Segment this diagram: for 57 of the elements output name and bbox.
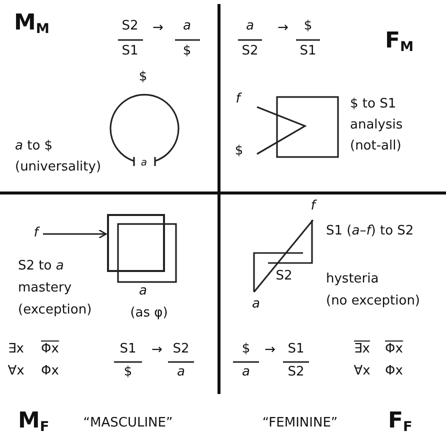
arrow-symbol: → [152, 344, 162, 358]
formula-term: a [242, 366, 250, 380]
caption-text: (not-all) [350, 140, 402, 154]
formula-term: S2 [242, 44, 258, 60]
quadrant-label: F$_{M}$ [385, 28, 414, 56]
arrow [43, 229, 107, 239]
formula-term: S2 [288, 366, 304, 380]
variable-label: a [252, 298, 260, 312]
quadrant-label: F$_{F}$ [388, 408, 412, 436]
caption-text: S2 to a [18, 260, 64, 274]
formula-term: S1 [300, 44, 316, 60]
formula-term: S1 [122, 44, 138, 60]
formula-term: Φx [385, 364, 403, 380]
formula-term: $ [304, 20, 312, 34]
arrow-symbol: → [264, 344, 276, 358]
formula-term: ∃x [354, 342, 370, 358]
caption-text: (as φ) [130, 306, 168, 322]
variable-label: a [139, 284, 147, 300]
variable-label: $ [138, 70, 148, 86]
caption-text: “MASCULINE” [83, 416, 173, 432]
caption-text: (universality) [15, 160, 102, 176]
quadrant-label: M$_{M}$ [14, 10, 50, 38]
caption-text: $ to S1 [350, 98, 396, 112]
formula-term: S1 [288, 342, 304, 358]
formula-term: a [183, 20, 191, 34]
formula-term: a [246, 20, 254, 34]
formula-term: a [177, 366, 185, 380]
formula-term: $ [124, 366, 132, 380]
formula-term: Φx [385, 342, 403, 358]
caption-text: (exception) [18, 304, 92, 318]
formula-term: $ [242, 342, 250, 358]
caption-text: “FEMININE” [262, 416, 338, 432]
formula-term: ∀x [8, 364, 24, 380]
arrow-symbol: → [278, 22, 288, 36]
quadrant-label: M$_{F}$ [18, 408, 50, 436]
formula-term: S2 [122, 20, 138, 34]
caption-text: a to $ [15, 140, 53, 154]
variable-label: f [310, 200, 316, 214]
variable-label: f [236, 92, 240, 108]
formula-term: ∀x [354, 364, 370, 380]
formula-term: S2 [172, 342, 190, 358]
formula-term: ∃x [8, 342, 24, 358]
caption-text: mastery [18, 282, 72, 296]
formula-term: Φx [41, 364, 59, 380]
caption-text: (no exception) [326, 294, 420, 310]
caption-text: analysis [350, 118, 403, 134]
square-outline [107, 214, 165, 272]
caption-text: hysteria [326, 272, 379, 288]
variable-label: $ [234, 144, 244, 160]
variable-label: S2 [276, 270, 292, 284]
variable-label: a [140, 157, 148, 169]
formula-term: Φx [41, 342, 59, 358]
variable-label: f [34, 226, 38, 242]
arrow-symbol: → [152, 22, 164, 36]
caption-text: S1 (a–f) to S2 [326, 224, 414, 240]
formula-term: S1 [120, 342, 136, 358]
formula-term: $ [182, 44, 192, 60]
